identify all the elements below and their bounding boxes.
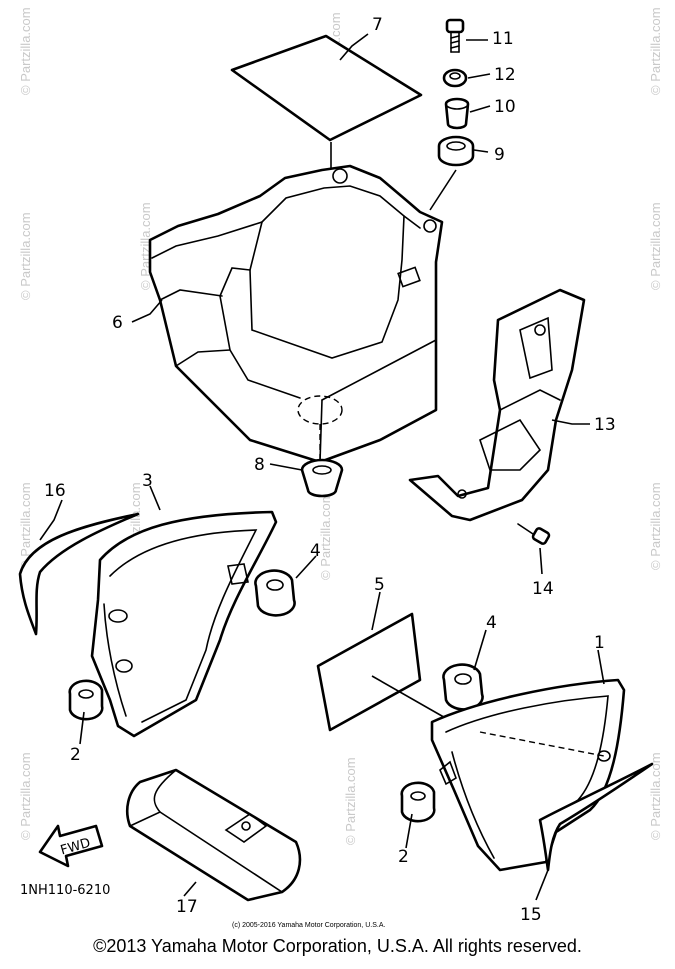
callout-2: 2 (70, 745, 81, 765)
watermark: © Partzilla.com (18, 7, 33, 95)
callout-9: 9 (494, 145, 505, 165)
footer-copyright: ©2013 Yamaha Motor Corporation, U.S.A. A… (93, 936, 582, 956)
watermark: © Partzilla.com (648, 752, 663, 840)
callout-numbers: 7 11 12 10 9 6 13 8 14 16 3 4 5 4 1 2 2 … (44, 15, 616, 925)
callout-16: 16 (44, 481, 66, 501)
part-8-grommet[interactable] (300, 458, 344, 498)
part-4-grommet-right[interactable] (442, 663, 484, 711)
watermark: © Partzilla.com (318, 492, 333, 580)
diagram-code: 1NH110-6210 (20, 883, 110, 898)
part-16-emblem[interactable] (18, 512, 140, 636)
watermark: © Partzilla.com (648, 7, 663, 95)
callout-14: 14 (532, 579, 554, 599)
part-2-grommet-right[interactable] (400, 781, 436, 823)
callout-17: 17 (176, 897, 198, 917)
watermark: © Partzilla.com (648, 202, 663, 290)
part-11-bolt[interactable] (445, 18, 465, 53)
callout-1: 1 (594, 633, 605, 653)
small-copyright: (c) 2005-2016 Yamaha Motor Corporation, … (232, 922, 385, 929)
callout-7: 7 (372, 15, 383, 35)
part-12-nut[interactable] (442, 68, 468, 88)
callout-11: 11 (492, 29, 514, 49)
callout-5: 5 (374, 575, 385, 595)
callout-10: 10 (494, 97, 516, 117)
part-14-screw[interactable] (517, 523, 551, 545)
callout-6: 6 (112, 313, 123, 333)
watermark: © Partzilla.com (18, 482, 33, 570)
callout-12: 12 (494, 65, 516, 85)
callout-4: 4 (310, 541, 321, 561)
callout-4: 4 (486, 613, 497, 633)
part-15-emblem[interactable] (538, 762, 654, 872)
callout-8: 8 (254, 455, 265, 475)
watermark: © Partzilla.com (343, 757, 358, 845)
part-10-collar[interactable] (444, 97, 470, 130)
part-4-grommet-left[interactable] (254, 569, 296, 617)
watermarks: © Partzilla.com © Partzilla.com © Partzi… (18, 7, 663, 845)
watermark: © Partzilla.com (648, 482, 663, 570)
callout-15: 15 (520, 905, 542, 925)
part-9-grommet[interactable] (429, 135, 475, 211)
watermark: © Partzilla.com (18, 212, 33, 300)
part-6-battery-box[interactable] (148, 164, 444, 465)
watermark: © Partzilla.com (18, 752, 33, 840)
part-3-left-side-cover[interactable] (90, 510, 278, 738)
part-2-grommet-left[interactable] (68, 679, 104, 721)
part-1-right-side-cover[interactable] (430, 678, 626, 872)
part-13-bracket[interactable] (408, 288, 586, 522)
callout-2: 2 (398, 847, 409, 867)
callout-13: 13 (594, 415, 616, 435)
leader-lines (39, 33, 605, 901)
fwd-arrow-icon: FWD (38, 824, 104, 868)
callout-3: 3 (142, 471, 153, 491)
part-17-pad[interactable] (126, 768, 302, 902)
